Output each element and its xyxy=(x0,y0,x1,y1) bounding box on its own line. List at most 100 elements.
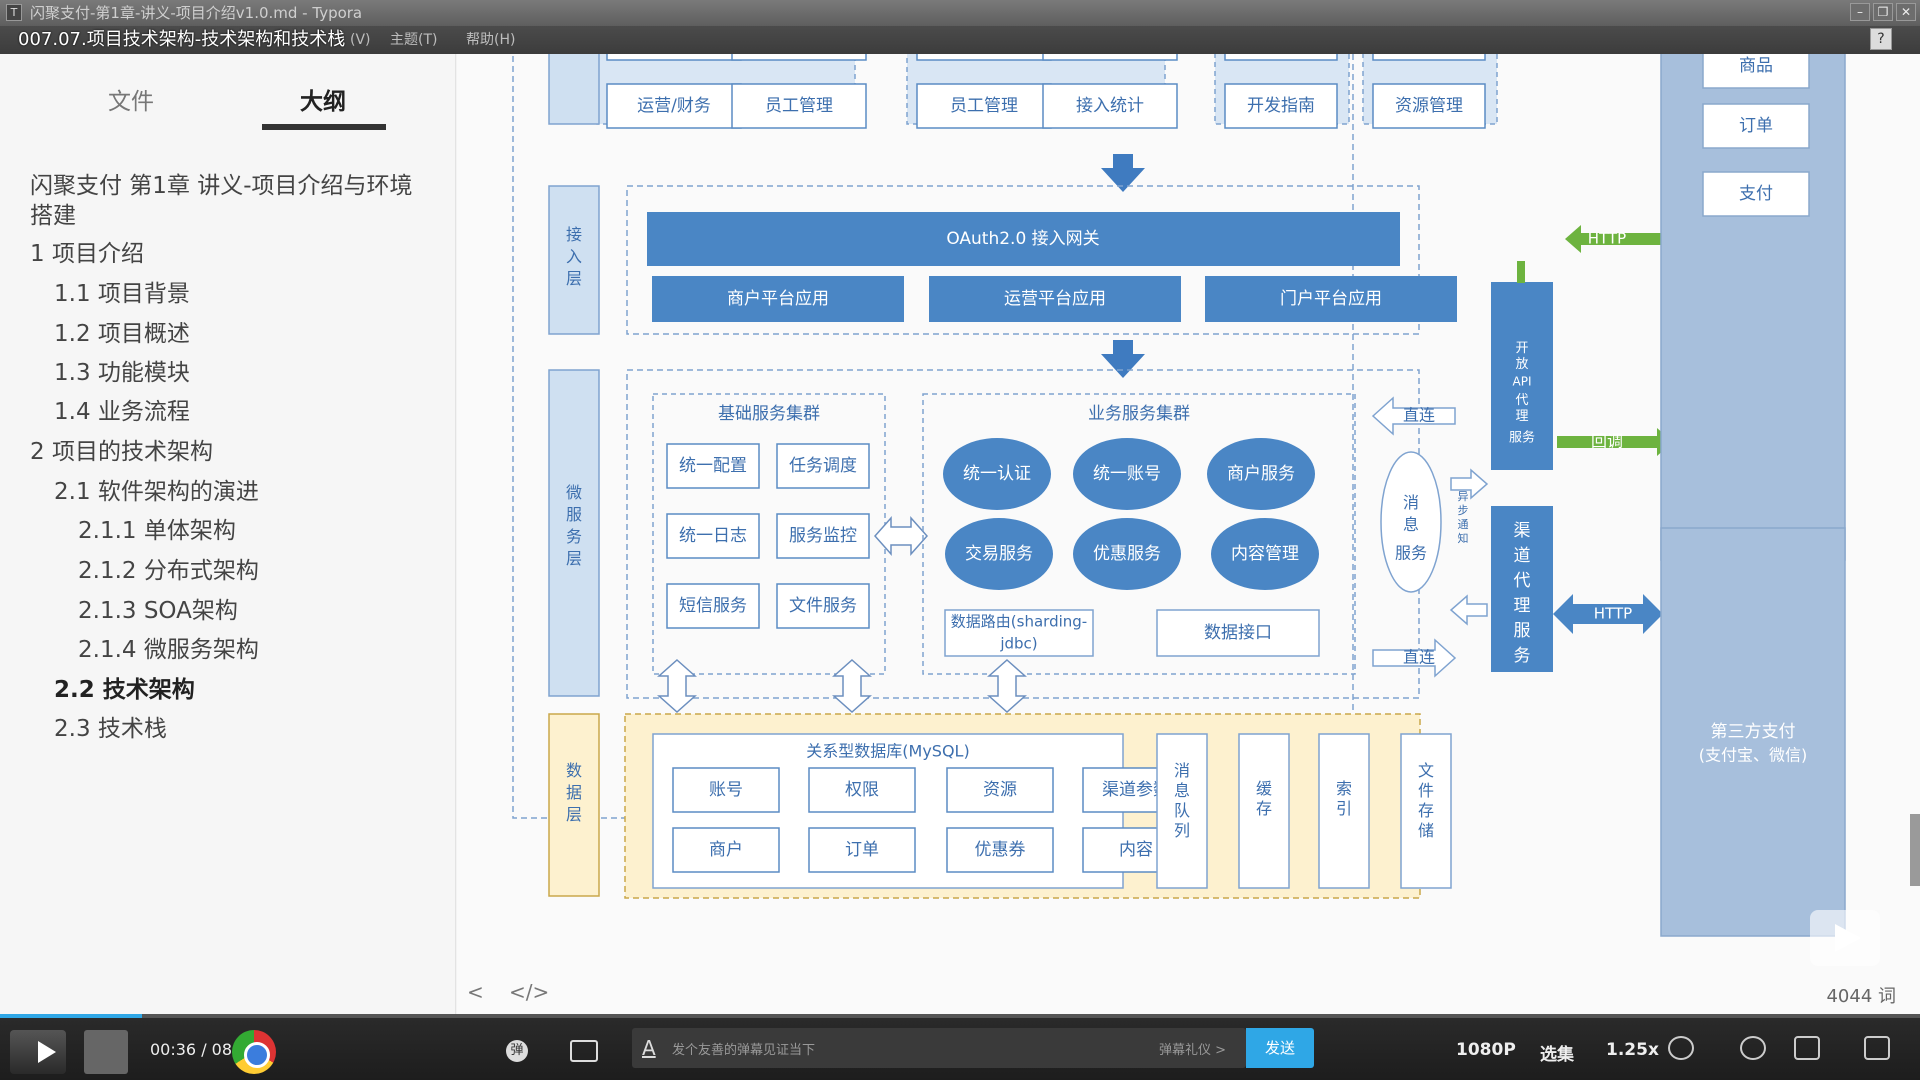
source-code-icon[interactable]: </> xyxy=(509,980,550,1004)
outline-item[interactable]: 2.1.4 微服务架构 xyxy=(78,637,259,663)
message-service-label-2: 服务 xyxy=(1395,544,1427,563)
fullscreen-icon[interactable] xyxy=(1864,1036,1890,1060)
http-label-2: HTTP xyxy=(1594,605,1632,623)
close-icon[interactable]: ✕ xyxy=(1896,3,1916,21)
play-button[interactable] xyxy=(10,1030,66,1074)
top-box-stub-1 xyxy=(731,54,867,61)
send-button[interactable]: 发送 xyxy=(1246,1028,1314,1068)
top-box: 员工管理 xyxy=(950,96,1018,116)
progress-track[interactable] xyxy=(0,1014,1920,1018)
db-table-box xyxy=(672,827,780,873)
episodes-button[interactable]: 选集 xyxy=(1540,1045,1574,1065)
volume-icon[interactable] xyxy=(1668,1036,1694,1060)
base-service-box xyxy=(666,443,760,489)
app-label: 商户平台应用 xyxy=(727,289,829,309)
picture-in-picture-icon[interactable] xyxy=(1794,1036,1820,1060)
outline-item[interactable]: 2.1.3 SOA架构 xyxy=(78,598,238,624)
top-box-box xyxy=(1372,83,1486,129)
direct-arrow-right-icon xyxy=(1372,638,1457,678)
outline-item[interactable]: 搭建 xyxy=(30,203,76,229)
help-icon[interactable]: ? xyxy=(1870,28,1892,50)
menu-theme[interactable]: 主题(T) xyxy=(390,32,438,48)
async-label: 异步通知 xyxy=(1458,490,1469,545)
browser-icon[interactable] xyxy=(232,1030,276,1074)
storage-box-3 xyxy=(1400,733,1452,889)
outer-frame xyxy=(512,54,1354,819)
quality-select[interactable]: 1080P xyxy=(1456,1040,1516,1060)
minimize-icon[interactable]: – xyxy=(1850,3,1870,21)
restore-icon[interactable]: ❐ xyxy=(1873,3,1893,21)
danmaku-etiquette-link[interactable]: 弹幕礼仪 > xyxy=(1158,1043,1226,1058)
danmaku-toggle-icon[interactable]: 弹 xyxy=(506,1040,528,1062)
open-api-label-4: 服务 xyxy=(1509,430,1535,446)
right-item-box-1 xyxy=(1702,103,1810,149)
db-table-box xyxy=(808,827,916,873)
play-overlay-icon[interactable] xyxy=(1810,910,1880,966)
app-box-0 xyxy=(652,276,904,322)
storage-label: 文件存储 xyxy=(1418,761,1434,840)
storage-label: 消息队列 xyxy=(1174,761,1190,840)
biz-service-ellipse xyxy=(1207,438,1315,510)
outline-item[interactable]: 1 项目介绍 xyxy=(30,241,144,267)
app-label: 运营平台应用 xyxy=(1004,289,1106,309)
access-layer-frame xyxy=(626,185,1420,335)
routing-box xyxy=(944,609,1094,657)
scrollbar-thumb[interactable] xyxy=(1910,814,1920,886)
danmaku-input[interactable]: A 发个友善的弹幕见证当下 弹幕礼仪 > xyxy=(632,1028,1246,1068)
tab-outline[interactable]: 大纲 xyxy=(300,89,346,115)
danmaku-settings-icon[interactable] xyxy=(570,1040,598,1062)
outline-item[interactable]: 2.1.2 分布式架构 xyxy=(78,558,259,584)
back-icon[interactable]: < xyxy=(467,980,484,1004)
third-party-label: 第三方支付 xyxy=(1711,722,1796,742)
green-connector xyxy=(1517,261,1525,283)
danmaku-placeholder: 发个友善的弹幕见证当下 xyxy=(672,1043,816,1058)
outline-item[interactable]: 1.4 业务流程 xyxy=(54,399,190,425)
top-box: 接入统计 xyxy=(1076,96,1144,116)
base-service-box xyxy=(666,583,760,629)
message-service-label: 消息 xyxy=(1403,493,1419,534)
outline-item[interactable]: 2.3 技术栈 xyxy=(54,716,167,742)
micro-layer-label: 微服务层 xyxy=(566,483,582,568)
outline-item[interactable]: 1.1 项目背景 xyxy=(54,281,190,307)
outline-item[interactable]: 2.1.1 单体架构 xyxy=(78,518,236,544)
top-box: 运营/财务 xyxy=(637,96,711,116)
biz-service: 内容管理 xyxy=(1231,544,1299,564)
double-arrow-icon xyxy=(657,658,697,714)
data-api-box xyxy=(1156,609,1320,657)
top-box: 员工管理 xyxy=(765,96,833,116)
menu-view[interactable]: (V) xyxy=(350,32,371,48)
base-service-box xyxy=(776,443,870,489)
outline-item[interactable]: 2.1 软件架构的演进 xyxy=(54,479,259,505)
top-box-box xyxy=(1224,83,1338,129)
db-table: 渠道参数 xyxy=(1102,780,1170,800)
biz-service-ellipse xyxy=(1073,438,1181,510)
tab-files[interactable]: 文件 xyxy=(108,89,154,115)
biz-cluster-title: 业务服务集群 xyxy=(1088,404,1190,424)
progress-fill xyxy=(0,1014,143,1018)
next-button[interactable] xyxy=(84,1030,128,1074)
callback-arrow-icon xyxy=(1557,428,1673,456)
outline-item[interactable]: 2.2 技术架构 xyxy=(54,677,195,703)
settings-icon[interactable] xyxy=(1740,1036,1766,1060)
base-service-box xyxy=(776,583,870,629)
outline-item[interactable]: 2 项目的技术架构 xyxy=(30,439,213,465)
data-layer-label: 数据层 xyxy=(566,761,582,824)
storage-box-2 xyxy=(1318,733,1370,889)
menu-help[interactable]: 帮助(H) xyxy=(466,32,516,48)
db-title: 关系型数据库(MySQL) xyxy=(806,742,969,761)
top-box-stub-5 xyxy=(1372,54,1486,61)
speed-select[interactable]: 1.25x xyxy=(1606,1040,1659,1060)
outline-item[interactable]: 1.2 项目概述 xyxy=(54,321,190,347)
storage-box-0 xyxy=(1156,733,1208,889)
typora-icon: T xyxy=(6,4,22,21)
access-layer-label-bg xyxy=(548,185,600,335)
outline-item[interactable]: 1.3 功能模块 xyxy=(54,360,190,386)
top-box-box xyxy=(731,83,867,129)
outline-item[interactable]: 闪聚支付 第1章 讲义-项目介绍与环境 xyxy=(30,173,413,199)
right-item-box-2 xyxy=(1702,171,1810,217)
direct-label-2: 直连 xyxy=(1403,648,1435,667)
text-style-icon[interactable]: A xyxy=(642,1036,656,1060)
db-table: 订单 xyxy=(845,840,879,860)
open-api-proxy-label: 开放 xyxy=(1515,341,1528,372)
